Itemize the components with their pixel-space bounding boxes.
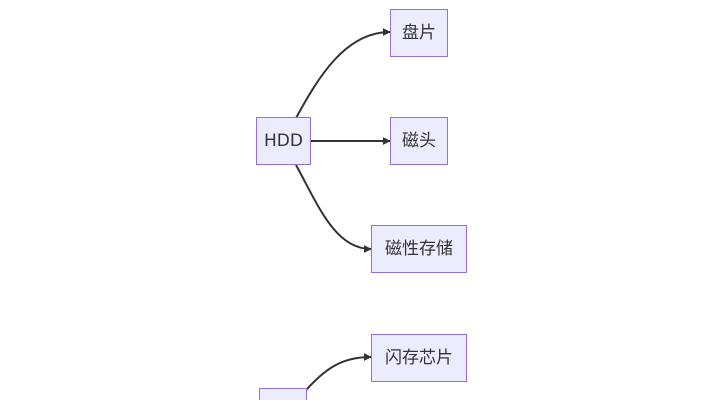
node-platter-label: 盘片 [402,22,436,43]
node-flash-chip-label: 闪存芯片 [385,347,453,368]
node-platter: 盘片 [390,9,448,57]
node-hdd: HDD [256,117,311,165]
node-flash-chip: 闪存芯片 [371,334,467,382]
edge-partial-to-flash-chip [305,353,372,391]
node-head: 磁头 [390,117,448,165]
node-magnetic-storage: 磁性存储 [371,225,467,273]
node-partial-cutoff [259,388,307,400]
node-magnetic-storage-label: 磁性存储 [385,238,453,259]
node-hdd-label: HDD [264,130,303,151]
node-head-label: 磁头 [402,130,436,151]
edge-hdd-to-magnetic-storage [295,164,372,253]
edge-hdd-to-platter [295,28,391,119]
